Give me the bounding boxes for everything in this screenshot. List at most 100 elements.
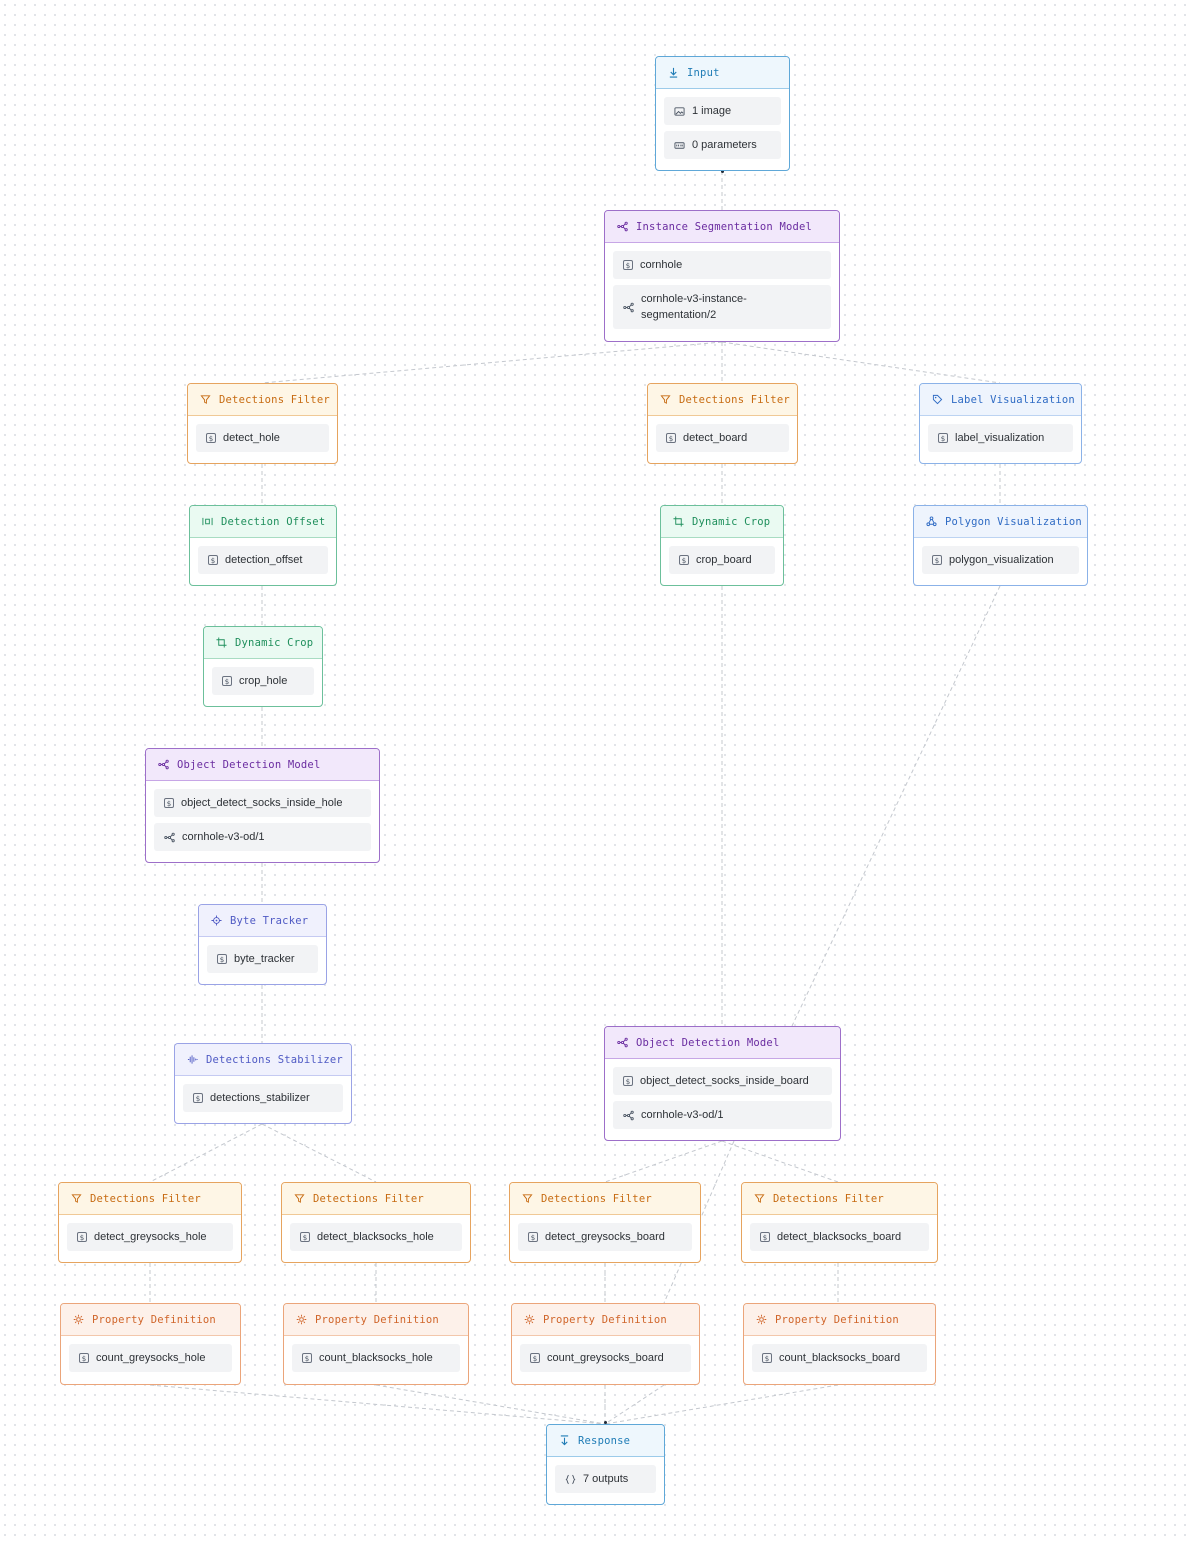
node-name-pill[interactable]: $ count_blacksocks_board: [752, 1344, 927, 1372]
edge-odboard-fgreyboard: [604, 1140, 723, 1183]
node-header: Property Definition: [512, 1304, 699, 1336]
response-node[interactable]: Response 7 outputs: [546, 1424, 665, 1505]
model-icon: [623, 1110, 634, 1120]
node-name: detect_greysocks_board: [545, 1231, 665, 1243]
node-name-pill[interactable]: $ count_greysocks_hole: [69, 1344, 232, 1372]
filter-detect-board-node[interactable]: Detections Filter $ detect_board: [647, 383, 798, 464]
input-params-pill[interactable]: 0 parameters: [664, 131, 781, 159]
edge-pgreyhole-resp: [149, 1384, 606, 1425]
waveform-icon: [187, 1055, 198, 1064]
node-name: detect_blacksocks_hole: [317, 1231, 434, 1243]
node-name-pill[interactable]: $ crop_board: [669, 546, 775, 574]
node-name-pill[interactable]: $ label_visualization: [928, 424, 1073, 452]
node-name-pill[interactable]: $ detection_offset: [198, 546, 328, 574]
node-name-pill[interactable]: $ detect_blacksocks_hole: [290, 1223, 462, 1251]
node-title: Object Detection Model: [177, 758, 321, 771]
node-title: Detections Filter: [773, 1192, 884, 1205]
edge-pblackhole-resp: [375, 1384, 606, 1425]
node-title: Detections Filter: [219, 393, 330, 406]
gear-icon: [524, 1314, 535, 1325]
polygon-visualization-node[interactable]: Polygon Visualization $ polygon_visualiz…: [913, 505, 1088, 586]
filter-blacksocks-board-node[interactable]: Detections Filter $ detect_blacksocks_bo…: [741, 1182, 938, 1263]
node-name-pill[interactable]: $ count_blacksocks_hole: [292, 1344, 460, 1372]
model-id-pill[interactable]: cornhole-v3-od/1: [154, 823, 371, 851]
braces-icon: [565, 1474, 576, 1484]
dynamic-crop-board-node[interactable]: Dynamic Crop $ crop_board: [660, 505, 784, 586]
variable-icon: $: [208, 555, 218, 565]
input-images-pill[interactable]: 1 image: [664, 97, 781, 125]
gear-icon: [756, 1314, 767, 1325]
node-header: Dynamic Crop: [661, 506, 783, 538]
model-id-pill[interactable]: cornhole-v3-od/1: [613, 1101, 832, 1129]
filter-detect-hole-node[interactable]: Detections Filter $ detect_hole: [187, 383, 338, 464]
filter-greysocks-hole-node[interactable]: Detections Filter $ detect_greysocks_hol…: [58, 1182, 242, 1263]
model-icon: [617, 1037, 628, 1048]
filter-icon: [71, 1194, 82, 1203]
node-title: Property Definition: [775, 1313, 899, 1326]
node-title: Property Definition: [92, 1313, 216, 1326]
dynamic-crop-hole-node[interactable]: Dynamic Crop $ crop_hole: [203, 626, 323, 707]
filter-greysocks-board-node[interactable]: Detections Filter $ detect_greysocks_boa…: [509, 1182, 701, 1263]
response-outputs-pill[interactable]: 7 outputs: [555, 1465, 656, 1493]
model-icon: [623, 302, 634, 312]
node-name-pill[interactable]: $ count_greysocks_board: [520, 1344, 691, 1372]
node-header: Detections Filter: [648, 384, 797, 416]
detections-stabilizer-node[interactable]: Detections Stabilizer $ detections_stabi…: [174, 1043, 352, 1124]
gear-icon: [73, 1314, 84, 1325]
detection-offset-node[interactable]: Detection Offset $ detection_offset: [189, 505, 337, 586]
offset-icon: [202, 517, 213, 526]
filter-blacksocks-hole-node[interactable]: Detections Filter $ detect_blacksocks_ho…: [281, 1182, 471, 1263]
property-greysocks-hole-node[interactable]: Property Definition $ count_greysocks_ho…: [60, 1303, 241, 1385]
property-blacksocks-hole-node[interactable]: Property Definition $ count_blacksocks_h…: [283, 1303, 469, 1385]
node-title: Object Detection Model: [636, 1036, 780, 1049]
variable-icon: $: [302, 1353, 312, 1363]
node-name-pill[interactable]: $ object_detect_socks_inside_hole: [154, 789, 371, 817]
variable-icon: $: [762, 1353, 772, 1363]
model-icon: [164, 832, 175, 842]
node-name: detection_offset: [225, 554, 303, 566]
node-name-pill[interactable]: $ detect_greysocks_board: [518, 1223, 692, 1251]
node-name-pill[interactable]: $ detect_greysocks_hole: [67, 1223, 233, 1251]
instance-segmentation-node[interactable]: Instance Segmentation Model $ cornhole c…: [604, 210, 840, 342]
node-name-pill[interactable]: $ detections_stabilizer: [183, 1084, 343, 1112]
node-header: Detections Filter: [282, 1183, 470, 1215]
node-title: Property Definition: [543, 1313, 667, 1326]
connection-dot: [604, 1421, 607, 1424]
object-detection-hole-node[interactable]: Object Detection Model $ object_detect_s…: [145, 748, 380, 863]
object-detection-board-node[interactable]: Object Detection Model $ object_detect_s…: [604, 1026, 841, 1141]
property-greysocks-board-node[interactable]: Property Definition $ count_greysocks_bo…: [511, 1303, 700, 1385]
node-name: count_greysocks_board: [547, 1352, 664, 1364]
byte-tracker-node[interactable]: Byte Tracker $ byte_tracker: [198, 904, 327, 985]
crop-icon: [216, 637, 227, 648]
node-name-pill[interactable]: $ object_detect_socks_inside_board: [613, 1067, 832, 1095]
node-name: detect_hole: [223, 432, 280, 444]
node-name: object_detect_socks_inside_board: [640, 1075, 809, 1087]
node-header: Response: [547, 1425, 664, 1457]
node-header: Detections Filter: [510, 1183, 700, 1215]
node-name-pill[interactable]: $ detect_board: [656, 424, 789, 452]
property-blacksocks-board-node[interactable]: Property Definition $ count_blacksocks_b…: [743, 1303, 936, 1385]
filter-icon: [660, 395, 671, 404]
input-node-header: Input: [656, 57, 789, 89]
input-node[interactable]: Input 1 image 0 parameters: [655, 56, 790, 171]
node-name: crop_hole: [239, 675, 288, 687]
node-name-pill[interactable]: $ polygon_visualization: [922, 546, 1079, 574]
node-name-pill[interactable]: $ crop_hole: [212, 667, 314, 695]
node-title: Detections Stabilizer: [206, 1053, 343, 1066]
node-name: crop_board: [696, 554, 752, 566]
filter-icon: [522, 1194, 533, 1203]
seg-node-header: Instance Segmentation Model: [605, 211, 839, 243]
node-name: polygon_visualization: [949, 554, 1054, 566]
seg-model-pill[interactable]: cornhole-v3-instance-segmentation/2: [613, 285, 831, 329]
node-name-pill[interactable]: $ byte_tracker: [207, 945, 318, 973]
model-icon: [158, 759, 169, 770]
label-visualization-node[interactable]: Label Visualization $ label_visualizatio…: [919, 383, 1082, 464]
node-name-pill[interactable]: $ detect_blacksocks_board: [750, 1223, 929, 1251]
node-title: Byte Tracker: [230, 914, 309, 927]
seg-name-pill[interactable]: $ cornhole: [613, 251, 831, 279]
input-params-label: 0 parameters: [692, 139, 757, 151]
variable-icon: $: [623, 1076, 633, 1086]
variable-icon: $: [164, 798, 174, 808]
node-header: Detections Filter: [188, 384, 337, 416]
node-name-pill[interactable]: $ detect_hole: [196, 424, 329, 452]
